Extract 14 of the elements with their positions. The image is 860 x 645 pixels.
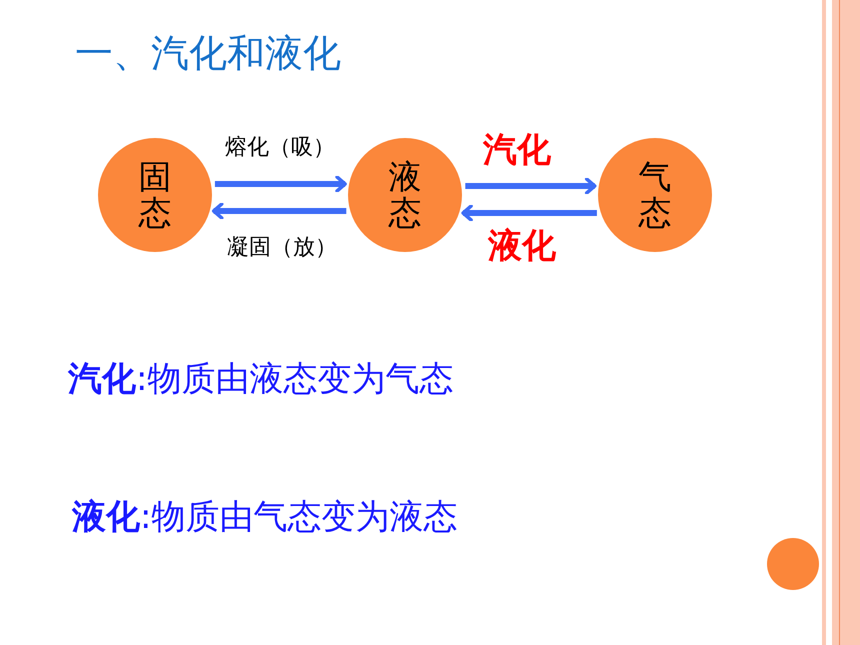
edge-label: 汽化 [483,133,551,167]
arrow [465,177,596,195]
state-name: 液态 [388,158,422,232]
edge-label: 凝固（放） [227,237,337,259]
edge-label: 液化 [488,229,556,263]
title: 一、汽化和液化 [75,34,341,72]
edge-label: 熔化（吸） [225,137,335,159]
state-name: 固态 [138,158,172,232]
definition-text: 汽化:物质由液态变为气态 [68,362,454,396]
definition-text: 液化:物质由气态变为液态 [72,500,458,534]
arrow [461,204,597,222]
arrow [212,202,346,220]
state-name: 气态 [638,158,672,232]
arrow [214,175,347,193]
